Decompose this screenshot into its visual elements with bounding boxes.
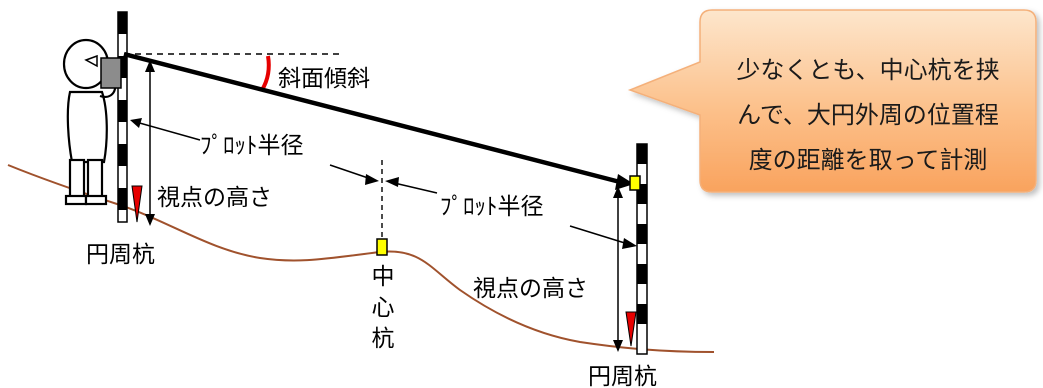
left-plot-radius-label: ﾌﾟﾛｯﾄ半径 (200, 133, 304, 159)
callout-line: 少なくとも、中心杭を挟 (736, 56, 999, 84)
callout-bubble (627, 9, 1037, 193)
right-circumference-stake-label: 円周杭 (588, 364, 657, 388)
left-eye-height-arrow (145, 60, 155, 226)
callout-line: んで、大円外周の位置程 (737, 101, 999, 129)
center-stake-char: 杭 (372, 326, 395, 352)
right-plot-radius-arrow (569, 225, 637, 249)
right-eye-height-label: 視点の高さ (473, 276, 588, 302)
right-eye-height-arrow (613, 186, 623, 352)
slope-angle-label: 斜面傾斜 (278, 66, 370, 92)
left-eye-height-label: 視点の高さ (157, 185, 272, 211)
center-yellow-marker (376, 238, 388, 256)
right-circumference-stake (636, 143, 648, 355)
left-circumference-stake (117, 11, 128, 223)
clinometer-icon (84, 54, 122, 89)
callout-text: 少なくとも、中心杭を挟 んで、大円外周の位置程 度の距離を取って計測 (736, 56, 999, 174)
left-circumference-stake-label: 円周杭 (86, 242, 155, 268)
callout-line: 度の距離を取って計測 (749, 146, 988, 174)
left-red-marker (131, 185, 143, 223)
slope-angle-arc (260, 55, 271, 92)
left-plot-radius-arrow (130, 118, 201, 141)
sight-line (123, 51, 621, 185)
center-stake-char: 中 (372, 264, 395, 290)
right-yellow-marker (629, 175, 641, 191)
center-arrows (329, 164, 438, 194)
right-red-marker (625, 311, 637, 347)
center-stake-char: 心 (372, 295, 395, 321)
center-stake-label: 中 心 杭 (372, 264, 395, 352)
sight-line-arrowhead (615, 174, 634, 190)
right-plot-radius-label: ﾌﾟﾛｯﾄ半径 (440, 194, 544, 220)
